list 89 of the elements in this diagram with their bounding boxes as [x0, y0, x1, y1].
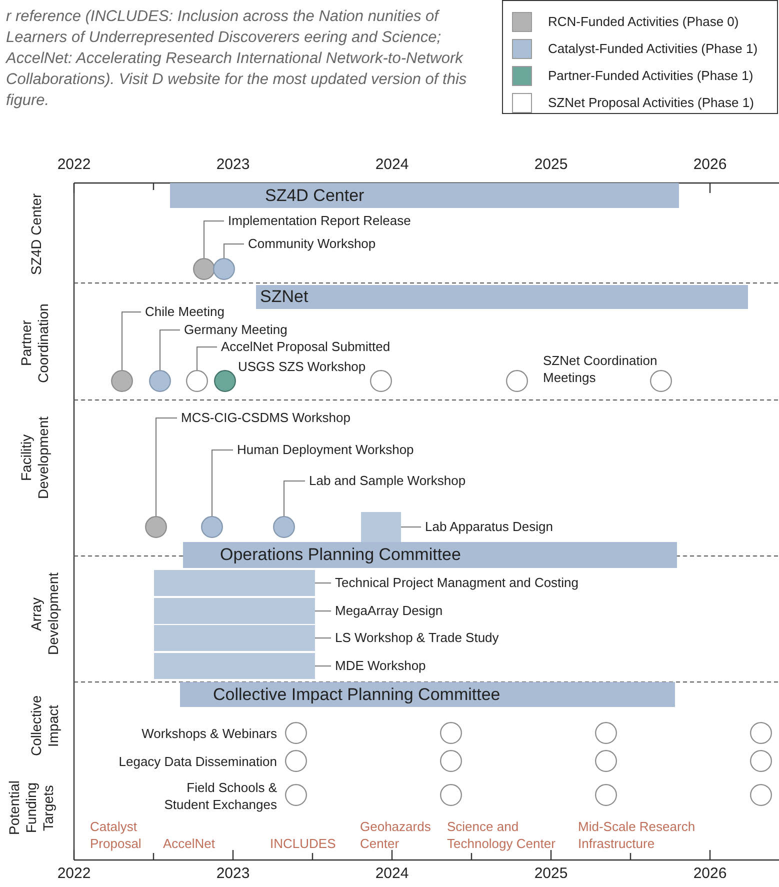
- legend-label: RCN-Funded Activities (Phase 0): [548, 14, 739, 30]
- row-title: Facilitiy Development: [18, 416, 52, 502]
- legend-label: Catalyst-Funded Activities (Phase 1): [548, 41, 758, 57]
- leader-line: [160, 330, 180, 370]
- event-marker: [213, 258, 235, 280]
- legend-label: Partner-Funded Activities (Phase 1): [548, 68, 754, 84]
- leader-line: [314, 582, 332, 584]
- event-label: Lab Apparatus Design: [425, 519, 553, 535]
- row-label: Legacy Data Dissemination: [118, 753, 277, 770]
- event-marker: [214, 370, 236, 392]
- year-label: 2026: [692, 865, 728, 883]
- event-label: Implementation Report Release: [228, 213, 411, 229]
- event-label: USGS SZS Workshop: [238, 359, 366, 375]
- event-marker: [285, 722, 307, 744]
- legend-label: SZNet Proposal Activities (Phase 1): [548, 95, 754, 111]
- row-title: SZ4D Center: [28, 192, 45, 277]
- event-marker: [186, 370, 208, 392]
- year-label: 2024: [374, 865, 410, 883]
- event-marker: [440, 784, 462, 806]
- timeline-bar: Collective Impact Planning Committee: [180, 682, 675, 707]
- activity-block: [154, 570, 315, 596]
- event-label: Community Workshop: [248, 236, 376, 252]
- row-label: Workshops & Webinars: [140, 725, 277, 742]
- event-marker: [193, 258, 215, 280]
- event-marker: [650, 370, 672, 392]
- funding-target-label: INCLUDES: [270, 835, 337, 852]
- event-marker: [750, 750, 772, 772]
- event-marker: [285, 750, 307, 772]
- year-label: 2022: [56, 865, 92, 883]
- activity-block: [154, 598, 315, 624]
- event-marker: [750, 722, 772, 744]
- year-label: 2025: [533, 156, 569, 174]
- year-label: 2023: [215, 156, 251, 174]
- event-label: Human Deployment Workshop: [237, 442, 414, 458]
- caption-text: r reference (INCLUDES: Inclusion across the Nation nunities of Learners of Underrepresented Discoverers eering and Science; AccelNet: Accelerating Research International Network-to-Network Collaborations). Visit D website for the most updated version of this figure.: [6, 7, 468, 111]
- event-marker: [149, 370, 171, 392]
- leader-line: [156, 418, 178, 516]
- funding-target-label: Mid-Scale Research Infrastructure: [578, 818, 696, 852]
- event-label: MDE Workshop: [335, 658, 426, 674]
- timeline-bar: SZ4D Center: [170, 183, 679, 208]
- leader-line: [224, 244, 244, 258]
- leader-line: [284, 480, 306, 516]
- activity-block: [154, 653, 315, 679]
- row-title: Potential Funding Targets: [6, 780, 57, 838]
- event-marker: [145, 516, 167, 538]
- event-label: Technical Project Managment and Costing: [335, 575, 579, 591]
- year-label: 2023: [215, 865, 251, 883]
- event-label: MCS-CIG-CSDMS Workshop: [181, 410, 351, 426]
- event-label: Chile Meeting: [145, 304, 224, 320]
- event-marker: [111, 370, 133, 392]
- event-marker: [595, 722, 617, 744]
- row-title: Collective Impact: [28, 694, 62, 758]
- event-label: LS Workshop & Trade Study: [335, 630, 499, 646]
- event-marker: [506, 370, 528, 392]
- leader-line: [204, 220, 224, 258]
- event-marker: [595, 784, 617, 806]
- note-label: SZNet Coordination Meetings: [543, 352, 658, 386]
- row-label: Field Schools & Student Exchanges: [163, 779, 277, 813]
- row-title: Partner Coordination: [18, 302, 52, 385]
- year-label: 2026: [692, 156, 728, 174]
- activity-block: [361, 512, 401, 542]
- event-marker: [370, 370, 392, 392]
- timeline-bar: SZNet: [256, 285, 748, 309]
- year-label: 2025: [533, 865, 569, 883]
- event-marker: [273, 516, 295, 538]
- row-title: Array Development: [28, 572, 62, 658]
- funding-target-label: Catalyst Proposal: [90, 818, 142, 852]
- event-marker: [595, 750, 617, 772]
- funding-target-label: Geohazards Center: [360, 818, 432, 852]
- leader-line: [314, 610, 332, 612]
- event-label: MegaArray Design: [335, 603, 443, 619]
- event-marker: [440, 750, 462, 772]
- funding-target-label: AccelNet: [163, 835, 216, 852]
- leader-line: [196, 346, 218, 370]
- leader-line: [122, 312, 142, 370]
- event-label: AccelNet Proposal Submitted: [221, 339, 390, 355]
- leader-line: [400, 526, 422, 528]
- event-marker: [750, 784, 772, 806]
- activity-block: [154, 625, 315, 651]
- event-marker: [440, 722, 462, 744]
- event-marker: [285, 784, 307, 806]
- year-label: 2022: [56, 156, 92, 174]
- event-marker: [201, 516, 223, 538]
- event-label: Germany Meeting: [184, 322, 288, 338]
- year-label: 2024: [374, 156, 410, 174]
- timeline-bar: Operations Planning Committee: [183, 542, 677, 568]
- funding-target-label: Science and Technology Center: [447, 818, 556, 852]
- event-label: Lab and Sample Workshop: [309, 473, 466, 489]
- leader-line: [212, 450, 234, 516]
